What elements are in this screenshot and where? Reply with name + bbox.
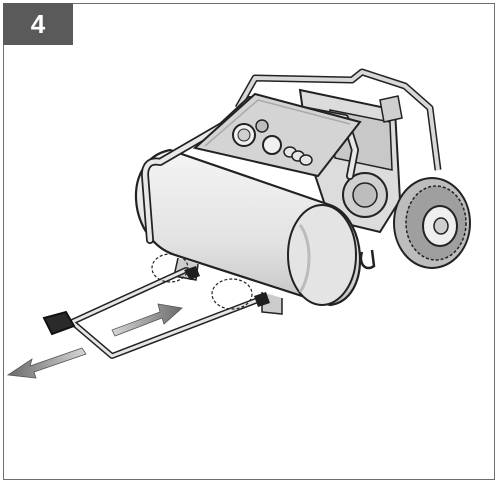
callout-mount-right <box>211 278 253 310</box>
latch-icon <box>359 249 376 270</box>
pull-out-arrow-icon <box>6 347 87 379</box>
quick-coupler-icon <box>283 146 313 166</box>
push-in-arrow-icon <box>111 303 183 337</box>
callout-mount-left <box>151 253 189 283</box>
pull-handle <box>69 267 261 359</box>
regulator-knob-icon <box>255 119 269 133</box>
handle-mount-right <box>254 292 270 307</box>
handle-grip-icon <box>42 310 76 336</box>
step-number-badge: 4 <box>3 3 73 45</box>
wheel <box>393 177 471 269</box>
control-panel <box>192 92 362 178</box>
gauge-icon-2 <box>262 135 282 155</box>
